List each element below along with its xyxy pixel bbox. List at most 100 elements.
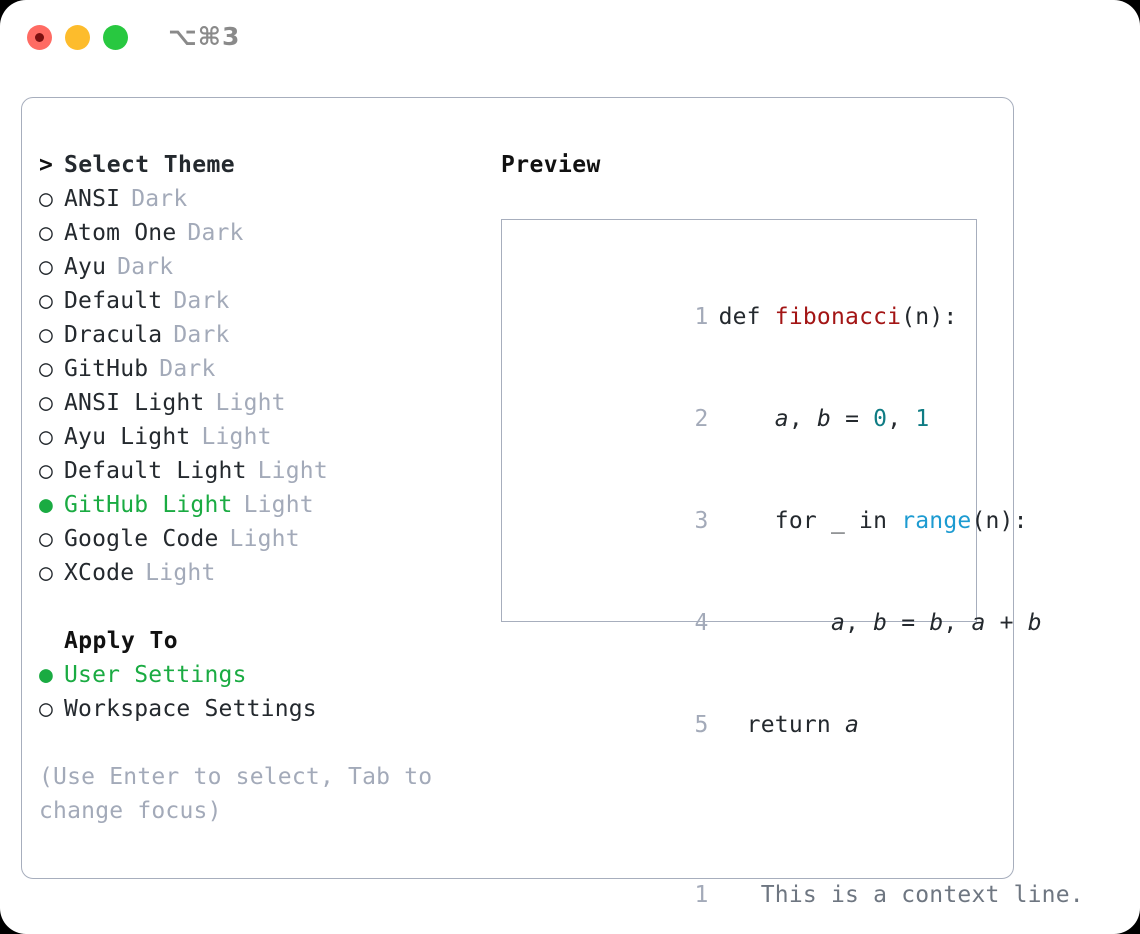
code-token xyxy=(719,610,831,636)
theme-name: Ayu xyxy=(64,254,107,280)
theme-list-item-ayu-dark[interactable]: ○ Ayu Dark xyxy=(39,250,489,284)
keyboard-hint: (Use Enter to select, Tab to change focu… xyxy=(39,760,449,828)
theme-list-item-github-light[interactable]: ● GitHub Light Light xyxy=(39,488,489,522)
code-token: b xyxy=(1027,610,1042,636)
code-token: a xyxy=(845,712,860,738)
apply-to-item-workspace-settings[interactable]: ○ Workspace Settings xyxy=(39,692,489,726)
theme-name: Default Light xyxy=(64,458,247,484)
theme-list-item-atom-one-dark[interactable]: ○ Atom One Dark xyxy=(39,216,489,250)
apply-to-item-user-settings[interactable]: ● User Settings xyxy=(39,658,489,692)
apply-to-label: Workspace Settings xyxy=(64,696,317,722)
radio-icon[interactable]: ○ xyxy=(39,696,54,722)
theme-variant: Light xyxy=(243,492,314,518)
preview-title: Preview xyxy=(501,152,601,178)
list-spacer xyxy=(39,590,489,624)
code-token: = xyxy=(887,610,930,636)
theme-list-item-ayu-light[interactable]: ○ Ayu Light Light xyxy=(39,420,489,454)
code-token: b xyxy=(816,406,832,432)
apply-to-title: Apply To xyxy=(64,628,178,654)
radio-icon[interactable]: ○ xyxy=(39,458,54,484)
code-token: range xyxy=(901,508,972,534)
theme-list-item-default-light[interactable]: ○ Default Light Light xyxy=(39,454,489,488)
code-token: b xyxy=(929,610,944,636)
theme-variant: Light xyxy=(145,560,216,586)
line-number: 2 xyxy=(694,406,709,432)
theme-name: Dracula xyxy=(64,322,163,348)
theme-list-item-ansi-light[interactable]: ○ ANSI Light Light xyxy=(39,386,489,420)
theme-name: Default xyxy=(64,288,163,314)
keyboard-hint-line-1: (Use Enter to select, Tab to xyxy=(39,764,433,790)
code-line: 2 a, b = 0, 1 xyxy=(518,368,976,470)
theme-list-item-github-dark[interactable]: ○ GitHub Dark xyxy=(39,352,489,386)
apply-to-label: User Settings xyxy=(64,662,247,688)
diff-text: This is a context line. xyxy=(732,882,1084,908)
radio-selected-icon[interactable]: ● xyxy=(39,492,54,518)
theme-variant: Dark xyxy=(173,322,230,348)
code-token: b xyxy=(873,610,888,636)
diff-sign xyxy=(719,882,733,908)
select-theme-header: > Select Theme xyxy=(39,148,489,182)
code-line: 4 a, b = b, a + b xyxy=(518,572,1042,674)
diff-line-context: 1 This is a context line. xyxy=(518,844,1084,934)
code-token: + xyxy=(985,610,1028,636)
minimize-window-button[interactable] xyxy=(65,25,90,50)
radio-icon[interactable]: ○ xyxy=(39,560,54,586)
theme-variant: Light xyxy=(215,390,286,416)
theme-list-item-dracula-dark[interactable]: ○ Dracula Dark xyxy=(39,318,489,352)
theme-variant: Dark xyxy=(117,254,174,280)
code-token: (n): xyxy=(971,508,1028,534)
theme-variant: Dark xyxy=(173,288,230,314)
code-token: 1 xyxy=(915,406,930,432)
line-number: 4 xyxy=(694,610,709,636)
theme-list-item-google-code[interactable]: ○ Google Code Light xyxy=(39,522,489,556)
code-token: for _ in xyxy=(718,508,902,534)
code-token xyxy=(719,406,775,432)
title-bar: ⌥⌘3 xyxy=(0,0,1140,78)
code-token: return xyxy=(718,712,846,738)
line-number: 5 xyxy=(694,712,709,738)
radio-icon[interactable]: ○ xyxy=(39,254,54,280)
radio-icon[interactable]: ○ xyxy=(39,526,54,552)
radio-icon[interactable]: ○ xyxy=(39,424,54,450)
radio-icon[interactable]: ○ xyxy=(39,390,54,416)
window-controls xyxy=(27,25,128,50)
maximize-window-button[interactable] xyxy=(103,25,128,50)
code-token: def xyxy=(718,304,775,330)
keyboard-hint-line-2: change focus) xyxy=(39,798,222,824)
theme-name: GitHub Light xyxy=(64,492,233,518)
radio-icon[interactable]: ○ xyxy=(39,322,54,348)
code-token: (n): xyxy=(901,304,958,330)
theme-list-item-ansi-dark[interactable]: ○ ANSI Dark xyxy=(39,182,489,216)
line-number: 3 xyxy=(694,508,709,534)
code-token: 0 xyxy=(873,406,888,432)
radio-selected-icon[interactable]: ● xyxy=(39,662,54,688)
radio-icon[interactable]: ○ xyxy=(39,356,54,382)
code-line: 5 return a xyxy=(518,674,976,776)
theme-name: ANSI xyxy=(64,186,121,212)
radio-icon[interactable]: ○ xyxy=(39,186,54,212)
theme-name: XCode xyxy=(64,560,135,586)
line-number: 1 xyxy=(694,304,709,330)
code-token: , xyxy=(887,406,916,432)
code-token: , xyxy=(845,610,874,636)
radio-icon[interactable]: ○ xyxy=(39,220,54,246)
theme-list-item-default-dark[interactable]: ○ Default Dark xyxy=(39,284,489,318)
keyboard-shortcut-label: ⌥⌘3 xyxy=(168,22,241,51)
close-window-button[interactable] xyxy=(27,25,52,50)
theme-name: Ayu Light xyxy=(64,424,191,450)
select-theme-title: Select Theme xyxy=(64,152,235,178)
theme-name: GitHub xyxy=(64,356,149,382)
code-token: = xyxy=(831,406,874,432)
radio-icon[interactable]: ○ xyxy=(39,288,54,314)
theme-name: Google Code xyxy=(64,526,219,552)
main-panel: > Select Theme ○ ANSI Dark ○ Atom One Da… xyxy=(21,97,1084,908)
theme-list-item-xcode[interactable]: ○ XCode Light xyxy=(39,556,489,590)
theme-name: Atom One xyxy=(64,220,177,246)
hint-spacer xyxy=(39,726,489,760)
line-number: 1 xyxy=(694,882,709,908)
code-token: a xyxy=(830,610,846,636)
